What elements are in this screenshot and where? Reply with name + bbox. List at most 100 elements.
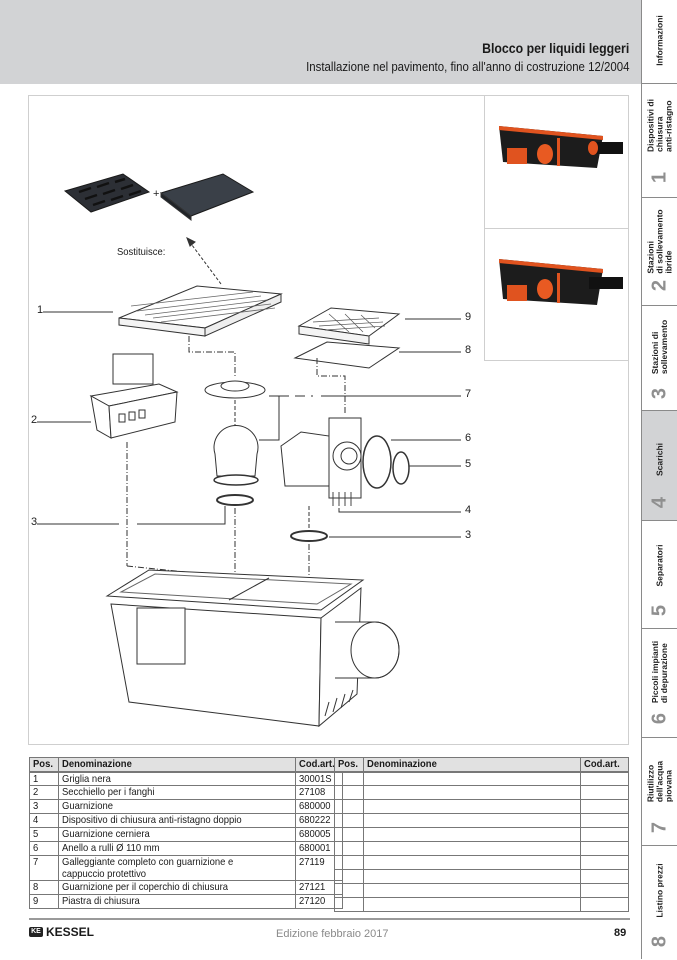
empty-cell	[333, 897, 365, 912]
empty-cell	[363, 771, 581, 786]
table-header-row: Pos. Denominazione Cod.art.	[28, 757, 343, 773]
empty-cell	[363, 827, 581, 842]
tab-scarichi[interactable]: Scarichi 4	[642, 411, 677, 521]
tab-stazioni-sollevamento[interactable]: Stazioni di sollevamento 3	[642, 306, 677, 411]
part-2-sludge-bucket	[89, 353, 179, 439]
empty-cell	[363, 855, 581, 870]
product-cutaway-image	[499, 259, 623, 305]
tab-number: 1	[648, 171, 671, 184]
tab-dispositivi[interactable]: Dispositivi di chiusura anti-ristagno 1	[642, 84, 677, 198]
callout-9: 9	[465, 311, 472, 323]
exploded-view-figure: Sostituisce: + 1 2 3 9 8 7 6 5 4 3	[28, 95, 629, 745]
product-photo-2	[485, 228, 628, 360]
empty-cell	[580, 799, 629, 814]
table-row	[333, 827, 629, 842]
housing-body	[105, 569, 400, 728]
empty-cell	[333, 827, 365, 842]
table-row	[333, 799, 629, 814]
tab-number: 2	[648, 279, 671, 292]
tab-piccoli-impianti[interactable]: Piccoli impianti di depurazione 6	[642, 629, 677, 738]
brand-name: KESSEL	[46, 925, 95, 939]
header-code: Cod.art.	[295, 757, 343, 773]
table-row	[333, 855, 629, 870]
tab-riutilizzo[interactable]: Riutilizzo dell'acqua piovana 7	[642, 738, 677, 846]
tab-stazioni-ibride[interactable]: Stazioni di sollevamento ibride 2	[642, 198, 677, 306]
cell-pos: 5	[28, 827, 60, 842]
tab-label: Stazioni di sollevamento	[650, 319, 669, 375]
callout-6: 6	[465, 432, 472, 444]
empty-cell	[363, 785, 581, 800]
cell-code: 30001S	[295, 771, 343, 786]
part-7-float	[213, 424, 259, 477]
replace-arrow	[188, 240, 222, 285]
table-row	[333, 841, 629, 856]
empty-cell	[333, 771, 365, 786]
empty-cell	[333, 813, 365, 828]
product-photos	[484, 95, 629, 361]
cell-name: Guarnizione	[58, 799, 297, 814]
empty-cell	[363, 841, 581, 856]
empty-cell	[363, 813, 581, 828]
cell-code: 27120	[295, 894, 343, 909]
empty-cell	[363, 897, 581, 912]
part-3-gasket-right	[290, 530, 328, 542]
header-pos: Pos.	[28, 757, 60, 773]
cell-pos: 6	[28, 841, 60, 856]
part-6-roller-ring	[362, 435, 392, 489]
table-row	[333, 883, 629, 898]
table-row	[333, 771, 629, 786]
cell-name: Griglia nera	[58, 771, 297, 786]
tab-number: 7	[648, 821, 671, 834]
page-subtitle: Installazione nel pavimento, fino all'an…	[305, 59, 629, 74]
product-cutaway-image	[499, 126, 623, 168]
part-5-hinge-gasket	[392, 451, 410, 485]
empty-cell	[580, 841, 629, 856]
empty-cell	[333, 799, 365, 814]
table-row	[333, 897, 629, 912]
part-3-gasket-left	[216, 494, 254, 506]
tab-listino[interactable]: Listino prezzi 8	[642, 846, 677, 959]
empty-cell	[333, 841, 365, 856]
tab-number: 6	[648, 712, 671, 725]
cell-name: Secchiello per i fanghi	[58, 785, 297, 800]
cell-pos: 8	[28, 880, 60, 895]
header-name: Denominazione	[363, 757, 581, 773]
exploded-view-drawing	[37, 173, 461, 728]
cell-code: 680000	[295, 799, 343, 814]
product-photo-1	[485, 96, 628, 228]
cell-name: Guarnizione per il coperchio di chiusura	[58, 880, 297, 895]
empty-cell	[580, 855, 629, 870]
cell-pos: 3	[28, 799, 60, 814]
header-name: Denominazione	[58, 757, 297, 773]
callout-4: 4	[465, 504, 472, 516]
chapter-sidebar: Informazioni Dispositivi di chiusura ant…	[641, 0, 677, 959]
part-1-grate	[118, 285, 283, 337]
cell-name: Anello a rulli Ø 110 mm	[58, 841, 297, 856]
table-row	[333, 813, 629, 828]
tab-label: Dispositivi di chiusura anti-ristagno	[645, 99, 674, 152]
tab-separatori[interactable]: Separatori 5	[642, 521, 677, 629]
tab-number: 5	[648, 604, 671, 617]
cell-name: Piastra di chiusura	[58, 894, 297, 909]
tab-label: Listino prezzi	[654, 863, 665, 918]
tab-number: 4	[648, 496, 671, 509]
callout-3-right: 3	[465, 529, 472, 541]
tab-number: 8	[648, 935, 671, 948]
empty-cell	[333, 785, 365, 800]
cell-pos: 1	[28, 771, 60, 786]
empty-cell	[580, 771, 629, 786]
tab-informazioni[interactable]: Informazioni	[642, 0, 677, 84]
empty-cell	[333, 869, 365, 884]
empty-cell	[580, 897, 629, 912]
cell-name: Galleggiante completo con guarnizione e …	[58, 855, 297, 881]
part-8-gasket	[293, 341, 401, 369]
cell-name: Guarnizione cerniera	[58, 827, 297, 842]
callout-2: 2	[31, 414, 38, 426]
empty-cell	[580, 813, 629, 828]
callout-8: 8	[465, 344, 472, 356]
cell-name: Dispositivo di chiusura anti-ristagno do…	[58, 813, 297, 828]
